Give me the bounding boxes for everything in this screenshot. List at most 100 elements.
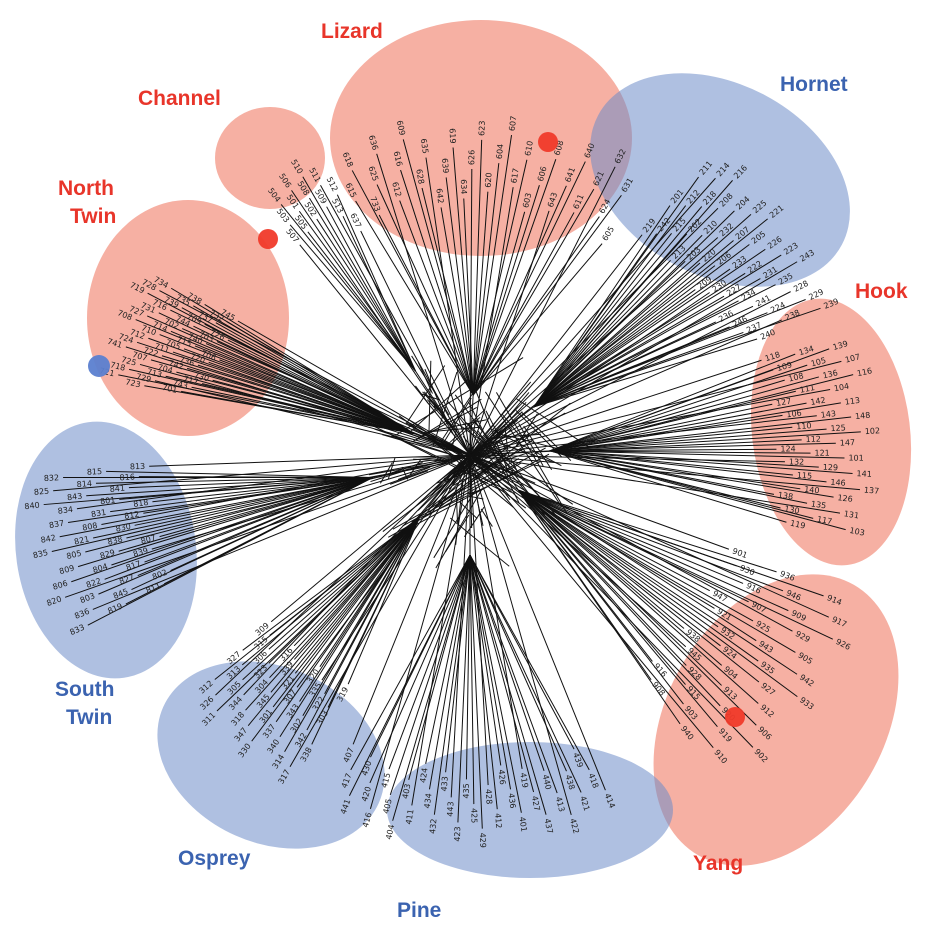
tip-label: 604 [495,143,505,159]
branch-osprey-330 [251,516,421,742]
tip-label: 101 [848,454,863,463]
label-yang: Yang [693,852,743,875]
branch-north-twin-738 [204,303,415,434]
branch-south-twin-830 [134,477,373,526]
branch-pine-430 [370,554,471,758]
label-hornet: Hornet [780,73,848,96]
branch-north-twin-712 [148,337,415,434]
reticulation-line [480,508,493,527]
reticulation-line [428,360,432,440]
branch-yang-909 [518,489,789,612]
reticulation-line [431,381,532,495]
cluster-pine [387,742,673,878]
branch-hornet-242 [533,233,658,408]
tip-label: 134 [798,344,815,357]
cluster-osprey [157,661,385,849]
tip-label: 741 [106,337,123,350]
branch-yang-930 [518,489,737,567]
branch-pine-422 [469,454,572,815]
branch-yang-919 [518,489,718,727]
reticulation-line [387,462,522,538]
branch-north-twin-745 [237,320,471,456]
tip-label: 713 [146,367,163,380]
tip-label: 415 [380,772,393,789]
tip-label: 628 [414,168,426,185]
branch-pine-434 [428,554,471,790]
reticulation-line [395,357,524,436]
branch-pine-418 [469,554,590,771]
branch-hornet-241 [533,305,754,408]
tip-label: 136 [822,368,839,380]
branch-hornet-220 [533,262,701,408]
tip-label: 113 [844,396,860,407]
branch-lizard-611 [472,212,575,396]
tip-label: 829 [99,548,116,561]
reticulation-line [390,470,429,485]
branch-hook-146 [549,450,827,483]
reticulation-line [428,452,508,514]
tip-label: 808 [82,521,99,533]
tip-label: 821 [73,534,90,546]
branch-osprey-304 [269,516,421,679]
branch-hornet-233 [533,268,731,408]
branch-hook-141 [549,450,853,475]
branch-south-twin-805 [85,477,373,553]
tip-label: 617 [509,167,520,184]
tip-label: 620 [484,172,494,188]
branch-lizard-620 [472,191,489,396]
branch-hornet-230 [469,292,710,456]
branch-hornet-222 [533,272,746,408]
tip-label: 806 [52,579,69,592]
branch-hornet-229 [533,299,806,408]
branch-channel-512 [336,194,416,372]
tip-label: 425 [469,808,478,823]
branch-south-twin-808 [101,454,471,526]
branch-pine-443 [450,454,471,798]
label-north-twin: North Twin [58,177,120,228]
tip-label: 725 [120,355,137,368]
tip-label: 701 [161,383,178,395]
tip-label: 742 [167,358,184,371]
highlight-dot-north-twin [258,229,278,249]
tip-label: 831 [90,508,106,519]
branch-north-twin-707 [150,359,415,434]
branch-hook-148 [549,416,852,452]
highlight-markers [88,132,745,727]
branch-lizard-631 [472,194,622,396]
tip-label: 809 [58,563,75,576]
branch-yang-916 [518,489,744,584]
tip-label: 607 [507,115,518,131]
tip-label: 419 [518,772,529,789]
reticulation-line [516,398,590,448]
tip-label: 124 [780,444,795,453]
reticulation-line [492,428,562,467]
tip-label: 639 [440,158,450,174]
tip-label: 422 [568,818,581,835]
reticulation-line [415,407,478,441]
branch-lizard-624 [472,216,600,396]
branch-yang-942 [518,489,798,675]
reticulation-line [501,413,525,442]
tip-label: 424 [418,767,429,783]
branch-hook-131 [469,454,841,514]
branch-yang-912 [518,489,759,704]
branch-lizard-603 [472,211,526,396]
branch-lizard-604 [472,163,500,396]
branch-lizard-623 [472,139,483,396]
tip-label: 427 [530,795,542,812]
branch-channel-504 [280,204,416,372]
cluster-hook [750,298,912,566]
tip-label: 801 [100,495,116,506]
branch-lizard-609 [402,139,474,396]
tip-label: 805 [66,549,83,561]
tip-label: 411 [404,809,415,826]
tip-label: 443 [446,801,456,817]
branch-north-twin-724 [136,341,415,434]
branch-hook-129 [549,450,819,468]
tip-label: 815 [87,467,103,477]
branch-yang-946 [518,489,784,592]
branch-north-twin-723 [144,385,415,434]
tip-label: 105 [810,356,827,369]
branch-hook-103 [549,450,846,531]
branch-osprey-337 [275,516,421,723]
